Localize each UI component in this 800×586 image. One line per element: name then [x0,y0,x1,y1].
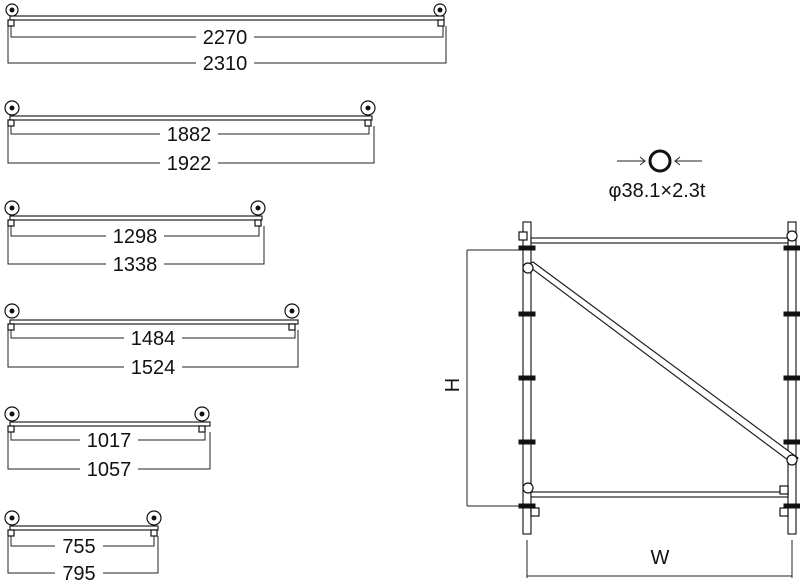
dimension-inner [10,126,370,135]
dimension-inner-label: 1882 [167,124,212,146]
height-label: H [442,378,464,392]
dimension-outer [7,432,211,470]
clamp-left [4,510,20,537]
clamp-left [4,303,20,331]
clamp-right [284,303,300,331]
brace-795: 755 795 [4,510,162,585]
dimension-inner [10,536,155,547]
dimension-outer [7,26,447,64]
clamp-right [360,100,376,127]
right-post-nodes [779,230,800,517]
pipe-section [617,149,702,173]
left-post-nodes [518,231,540,517]
brace-1338: 1298 1338 [4,200,266,276]
bottom-ledger [530,491,789,498]
brace-1524: 1484 1524 [4,303,300,379]
clamp-right [433,3,447,27]
dimension-inner-label: 755 [62,536,95,558]
dimension-outer-label: 1057 [87,459,132,481]
clamp-left [4,406,20,433]
dimension-outer-label: 1524 [131,357,176,379]
pipe-spec-label: φ38.1×2.3t [609,180,706,202]
brace-1922: 1882 1922 [4,100,376,175]
clamp-left [4,200,20,227]
brace-2310: 2270 2310 [5,3,447,75]
dimension-inner [10,226,260,237]
dimension-outer-label: 1338 [113,254,158,276]
dimension-inner [10,432,206,441]
brace-pipe [9,421,211,427]
diagonal-brace [525,261,799,464]
clamp-right [250,200,266,227]
clamp-right [194,406,210,433]
brace-pipe [9,215,263,221]
clamp-left [4,100,20,127]
dimension-inner-label: 1484 [131,328,176,350]
dimension-inner [10,26,444,38]
dimension-outer-label: 2310 [203,53,248,75]
brace-pipe [9,319,299,325]
brace-pipe [9,115,373,121]
width-label: W [651,547,670,569]
frame-assembly: H W [442,221,800,578]
dimension-outer-label: 795 [62,563,95,585]
dimension-inner-label: 2270 [203,27,248,49]
dimension-outer-label: 1922 [167,153,212,175]
clamp-left [5,3,19,27]
clamp-right [146,510,162,537]
top-ledger [530,237,789,244]
dimension-outer [7,226,265,265]
dimension-inner-label: 1017 [87,430,132,452]
dimension-inner [10,330,296,339]
brace-pipe [9,15,445,21]
dimension-inner-label: 1298 [113,226,158,248]
dimension-outer [7,330,299,368]
brace-1057: 1017 1057 [4,406,211,481]
dimension-outer [7,126,375,164]
dimension-outer [7,536,159,574]
brace-pipe [9,525,159,531]
